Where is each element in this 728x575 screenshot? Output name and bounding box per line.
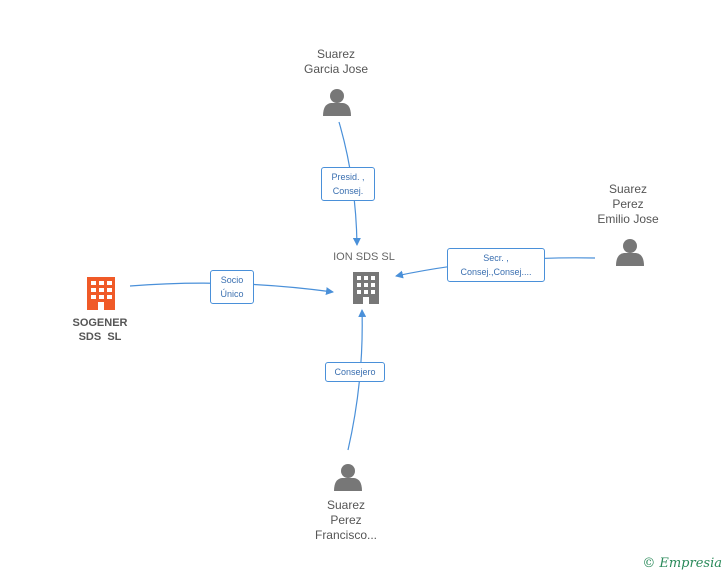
person-label-line: Garcia Jose	[303, 62, 369, 76]
edge-label-line: Único	[220, 289, 244, 299]
person-label-line: Suarez	[326, 498, 366, 512]
edge-label-francisco[interactable]: Consejero	[325, 362, 385, 382]
person-label-garcia[interactable]: Suarez Garcia Jose	[288, 47, 384, 77]
edge-label-line: Consej.,Consej....	[460, 267, 532, 277]
company-name: ION SDS SL	[333, 251, 395, 263]
person-label-emilio[interactable]: Suarez Perez Emilio Jose	[580, 182, 676, 227]
brand-name: Empresia	[659, 556, 722, 571]
person-label-line: Suarez	[316, 47, 356, 61]
person-icon[interactable]	[616, 239, 644, 266]
edge-label-garcia[interactable]: Presid. , Consej.	[321, 167, 375, 201]
company-label-line: SOGENER	[72, 317, 128, 329]
edge-label-line: Consejero	[334, 367, 376, 377]
edge-label-line: Socio	[220, 275, 244, 285]
person-label-line: Emilio Jose	[597, 212, 659, 226]
person-icon[interactable]	[334, 464, 362, 491]
person-label-line: Francisco...	[314, 528, 377, 542]
edge-label-emilio[interactable]: Secr. , Consej.,Consej....	[447, 248, 545, 282]
edge-label-line: Presid. ,	[331, 172, 365, 182]
brand-logo: ©Empresia	[642, 556, 722, 571]
person-icon[interactable]	[323, 89, 351, 116]
building-icon[interactable]	[353, 272, 379, 304]
company-label-sogener[interactable]: SOGENER SDS SL	[54, 316, 146, 344]
company-label-line: SDS SL	[78, 331, 122, 343]
central-company-label[interactable]: ION SDS SL	[314, 250, 414, 265]
company-building-icon[interactable]	[87, 277, 115, 310]
copyright-icon: ©	[642, 556, 656, 571]
edge-label-sogener[interactable]: Socio Único	[210, 270, 254, 304]
edge-label-line: Consej.	[332, 186, 364, 196]
person-label-line: Perez	[612, 197, 644, 211]
edge-label-line: Secr. ,	[483, 253, 509, 263]
person-label-line: Suarez	[608, 182, 648, 196]
person-label-francisco[interactable]: Suarez Perez Francisco...	[298, 498, 394, 543]
person-label-line: Perez	[330, 513, 362, 527]
